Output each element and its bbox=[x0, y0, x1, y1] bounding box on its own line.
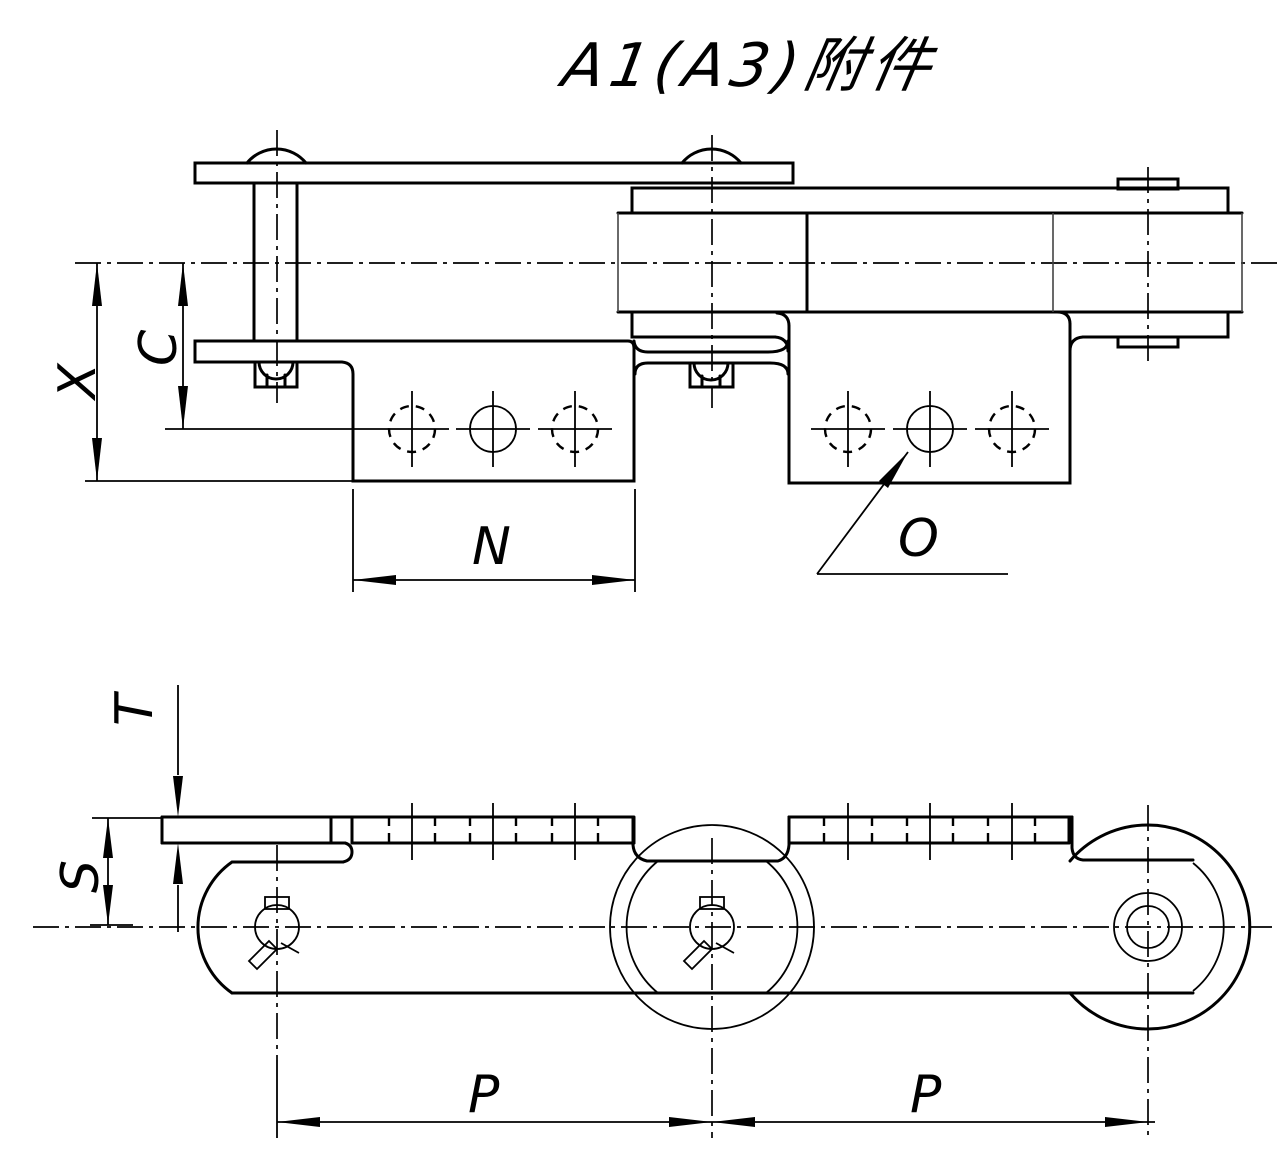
pin3-end-bottom bbox=[1116, 335, 1180, 349]
middle-roller-side-arcs bbox=[625, 860, 799, 994]
s-arrow-up bbox=[103, 818, 113, 858]
dim-label-p-right: P bbox=[910, 1065, 942, 1125]
dim-label-p-left: P bbox=[468, 1065, 500, 1125]
n-extension-lines bbox=[352, 489, 636, 592]
dim-label-c: C bbox=[129, 329, 189, 366]
s-arrow-down bbox=[103, 885, 113, 925]
attachment-notch-middle bbox=[631, 815, 791, 863]
pin2-cotter-assembly bbox=[682, 896, 735, 971]
t-arrow-down bbox=[173, 776, 183, 817]
right-bush-circle bbox=[1113, 892, 1183, 962]
dim-label-s: S bbox=[51, 860, 111, 893]
drawing-title: A1(A3)附件 bbox=[553, 31, 942, 100]
right-bracket-left-leg bbox=[787, 322, 1072, 485]
p1-arrow-right bbox=[669, 1117, 712, 1127]
p1-arrow-left bbox=[277, 1117, 320, 1127]
left-holes-crosslines bbox=[375, 391, 612, 467]
pin2-lower-end bbox=[688, 361, 735, 389]
dim-label-n: N bbox=[472, 517, 511, 577]
x-arrow-up bbox=[92, 263, 102, 306]
left-leg-solid-ticks bbox=[329, 815, 636, 845]
pin2-head-arc bbox=[680, 147, 743, 165]
bottom-plate-and-left-bracket bbox=[193, 339, 636, 483]
dim-label-o: O bbox=[898, 509, 939, 569]
c-arrow-down bbox=[178, 386, 188, 429]
o-leader-arrow bbox=[879, 452, 908, 488]
attachment-step-left bbox=[341, 841, 354, 864]
pin1-body bbox=[252, 181, 299, 343]
left-leg-hole-centerlines bbox=[411, 803, 576, 860]
right-pin-circle bbox=[1126, 905, 1170, 949]
pin-link-plate-top bbox=[193, 161, 795, 185]
bracket-bridge-lower bbox=[633, 361, 790, 376]
dim-label-x: X bbox=[48, 362, 108, 402]
t-arrow-up bbox=[173, 843, 183, 884]
p2-arrow-left bbox=[712, 1117, 755, 1127]
pin1-cotter-assembly bbox=[247, 896, 300, 971]
right-plate-end-arc bbox=[1068, 823, 1252, 1031]
n-arrow-right bbox=[592, 575, 635, 585]
right-leg-hole-centerlines bbox=[847, 803, 1013, 860]
p2-arrow-right bbox=[1105, 1117, 1148, 1127]
roller-link-plate-far bbox=[630, 186, 1230, 215]
link-plate-top-edge-left bbox=[196, 860, 345, 995]
far-plate-bend-fillets bbox=[773, 335, 1085, 353]
right-bracket-bend-fillets bbox=[775, 310, 1072, 328]
roller-link-plate-far-bottom bbox=[630, 310, 1230, 339]
c-arrow-up bbox=[178, 263, 188, 306]
attachment-right-end bbox=[1070, 815, 1195, 862]
n-arrow-left bbox=[353, 575, 396, 585]
x-arrow-down bbox=[92, 438, 102, 481]
right-holes-crosslines bbox=[811, 391, 1049, 467]
plan-view: X C N O bbox=[48, 130, 1283, 592]
middle-plate-end-arc bbox=[609, 824, 815, 1030]
right-roller-arc bbox=[1192, 862, 1225, 992]
pin1-lower-end bbox=[253, 360, 299, 389]
bracket-bridge-upper bbox=[632, 339, 790, 354]
right-leg-solid-ticks bbox=[787, 815, 1071, 845]
dim-label-t: T bbox=[105, 690, 165, 726]
pin1-head-arc bbox=[245, 147, 308, 165]
pin3-end-top bbox=[1116, 177, 1180, 191]
side-view: T S P P bbox=[33, 685, 1272, 1138]
